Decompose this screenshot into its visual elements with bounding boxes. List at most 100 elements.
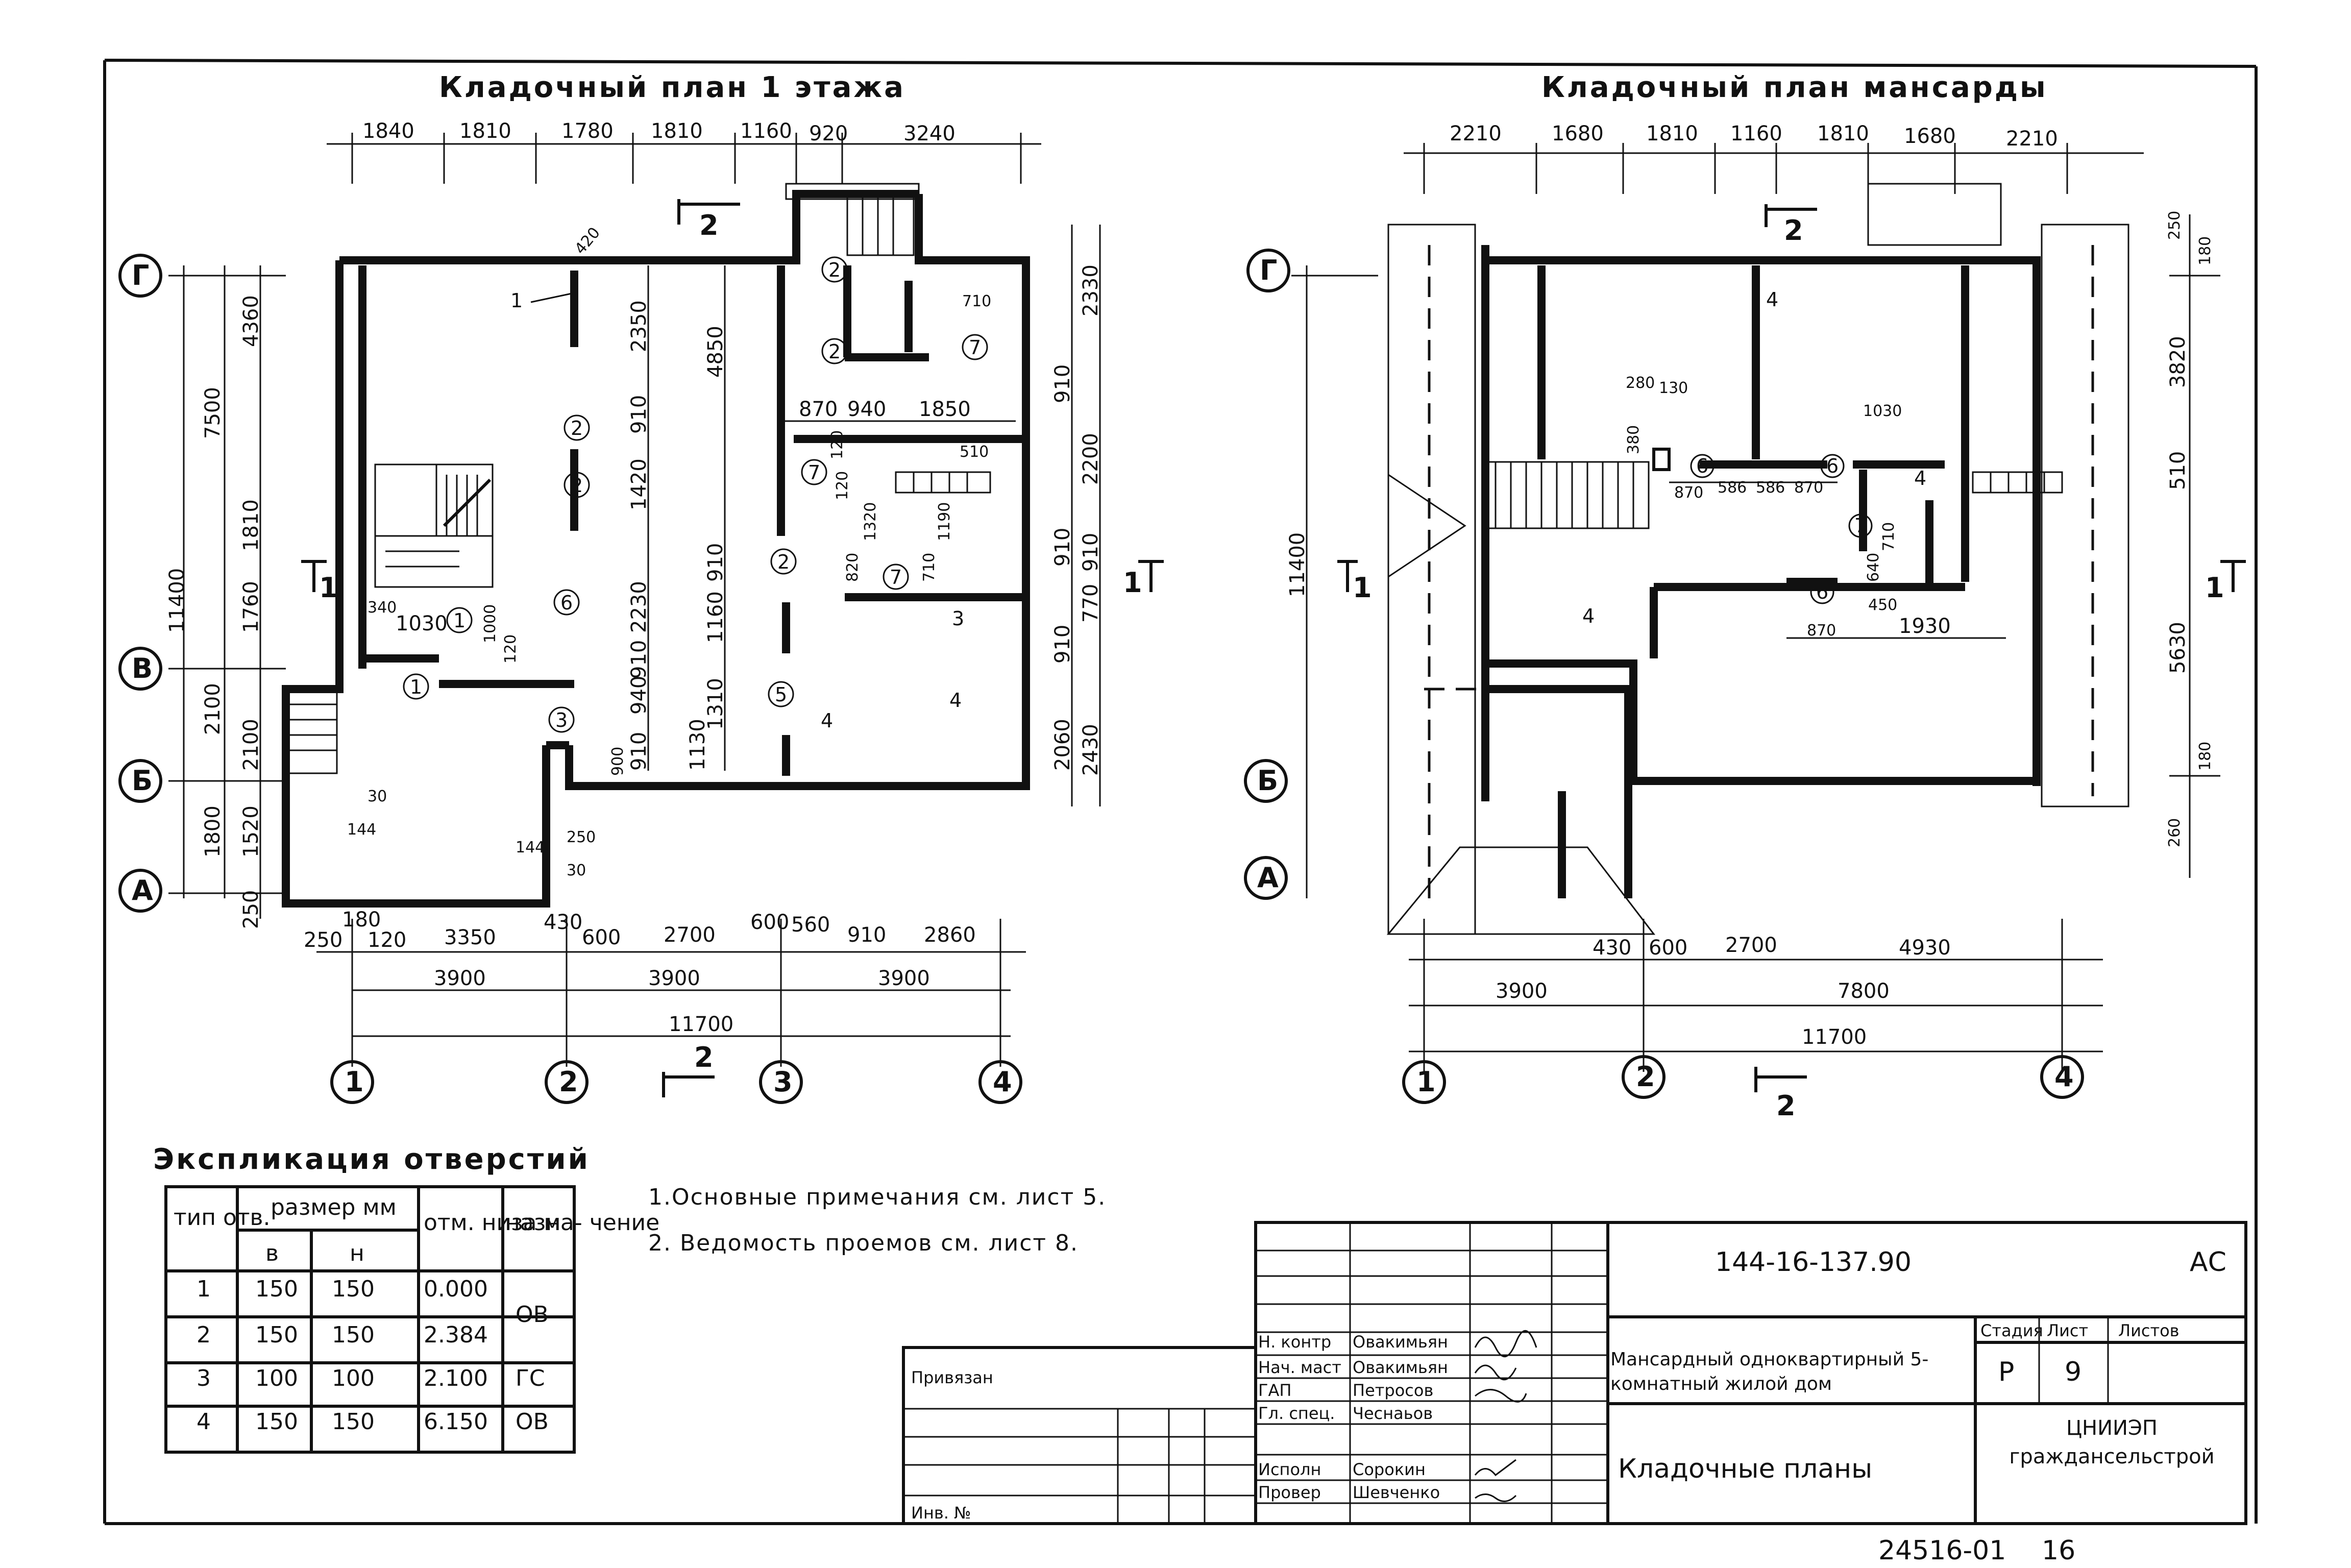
- dim-label: 1000: [481, 604, 499, 643]
- axis-label: В: [132, 652, 153, 684]
- dim-label: 7800: [1838, 979, 1890, 1003]
- org-name: ЦНИИЭП граждансельстрой: [2009, 1416, 2215, 1468]
- dim-label: 910: [1051, 364, 1074, 403]
- dim-label: 770: [1079, 584, 1103, 623]
- dim-label: 1810: [1817, 122, 1869, 145]
- axis-label: Г: [132, 259, 149, 291]
- dim-label: 2430: [1079, 724, 1103, 776]
- dim-label: 180: [2196, 742, 2214, 771]
- dim-label: 1810: [239, 499, 263, 551]
- org-box: ЦНИИЭП граждансельстрой: [2009, 1416, 2215, 1468]
- table-cell: ОВ: [516, 1302, 549, 1328]
- table-header-purpose: назна- чение: [505, 1210, 659, 1236]
- callout: 7: [808, 461, 820, 484]
- dim-label: 180: [2196, 236, 2214, 265]
- dim-label: 1930: [1899, 615, 1951, 638]
- section-mark: 2: [1765, 204, 1817, 247]
- callout: 6: [1826, 455, 1839, 477]
- dim-label: 450: [1868, 596, 1897, 614]
- table-cell: 100: [332, 1365, 375, 1391]
- dim-label: 1320: [862, 502, 879, 541]
- table-cell: 1: [197, 1276, 211, 1302]
- table-cell: 0.000: [424, 1276, 488, 1302]
- dim-label: 710: [1880, 522, 1898, 551]
- ground-walls: [282, 183, 1030, 908]
- dim-label: 2210: [2006, 127, 2058, 151]
- table-cell: 150: [332, 1322, 375, 1348]
- dim-label: 2200: [1079, 433, 1103, 485]
- section-mark: 2: [677, 199, 740, 241]
- axis-label: Б: [132, 765, 153, 797]
- callout: 2: [571, 474, 583, 497]
- callout: 1: [410, 676, 422, 698]
- table-cell: ОВ: [516, 1409, 549, 1435]
- table-cell: 150: [255, 1322, 298, 1348]
- ground-right-dimensions: 2330 2200 910 770 2430 910 910 910 2060: [1051, 225, 1103, 806]
- archive-number: 16: [2042, 1535, 2075, 1566]
- ground-left-dimensions: 7500 11400 4360 1810 1760 2100 1800 2100…: [165, 265, 286, 929]
- dim-label: 870: [1794, 479, 1823, 497]
- name-label: Сорокин: [1353, 1460, 1426, 1479]
- dim-label: 1030: [1863, 402, 1902, 420]
- dim-label: 710: [920, 553, 938, 582]
- dim-label: 280: [1626, 374, 1655, 392]
- dim-label: 940: [627, 676, 651, 715]
- dim-label: 2100: [201, 683, 225, 735]
- section-label: 1: [1123, 567, 1142, 599]
- dim-label: 11700: [669, 1013, 733, 1036]
- table-cell: 3: [197, 1365, 211, 1391]
- dim-label: 3240: [903, 122, 956, 145]
- table-header-h: н: [350, 1240, 364, 1266]
- dim-label: 560: [791, 913, 830, 937]
- dim-label: 2700: [1725, 934, 1777, 957]
- dim-label: 11400: [165, 568, 189, 633]
- section-label: 2: [694, 1041, 714, 1073]
- dim-label: 2860: [924, 923, 976, 947]
- dim-label: 250: [567, 828, 596, 846]
- dim-label: 120: [368, 928, 406, 952]
- dim-label: 510: [960, 443, 989, 461]
- section-label: 1: [1353, 572, 1372, 604]
- role-label: Н. контр: [1258, 1332, 1331, 1352]
- axis-label: 1: [1416, 1066, 1436, 1098]
- callout: 4: [1766, 288, 1778, 311]
- callout: 6: [1816, 581, 1828, 603]
- table-cell: 150: [332, 1276, 375, 1302]
- dim-label: 420: [571, 224, 604, 258]
- dim-label: 910: [627, 395, 651, 434]
- callout: 2: [571, 417, 583, 439]
- role-label: ГАП: [1258, 1381, 1291, 1400]
- dim-label: 1810: [459, 119, 511, 143]
- dim-label: 130: [1659, 379, 1688, 397]
- dim-label: 1680: [1552, 122, 1604, 145]
- archive-code: 24516-01: [1878, 1535, 2006, 1566]
- dim-label: 1810: [651, 119, 703, 143]
- callout: 1: [453, 609, 466, 632]
- dim-label: 600: [582, 926, 621, 949]
- callout: 2: [828, 259, 841, 281]
- dim-label: 870: [1807, 622, 1836, 640]
- dim-label: 1310: [704, 678, 727, 730]
- dim-label: 940: [847, 398, 886, 421]
- attic-walls: [1386, 183, 2129, 935]
- callout: 4: [949, 689, 962, 712]
- role-label: Провер: [1258, 1483, 1321, 1502]
- table-cell: 2: [197, 1322, 211, 1348]
- drawing-mark: АС: [2190, 1247, 2226, 1278]
- dim-label: 820: [844, 553, 862, 582]
- dim-label: 1160: [1730, 122, 1782, 145]
- callout: 6: [560, 592, 573, 614]
- callout: 1: [510, 289, 523, 312]
- attic-plan-title: Кладочный план мансарды: [1541, 71, 2048, 104]
- dim-label: 30: [368, 788, 387, 805]
- callout: 7: [1854, 514, 1867, 537]
- dim-label: 1850: [919, 398, 971, 421]
- signatures: [1474, 1330, 1537, 1502]
- sheet-title: Кладочные планы: [1618, 1454, 1872, 1484]
- callout: 4: [1582, 605, 1595, 627]
- callout: 7: [890, 566, 902, 589]
- dim-label: 920: [809, 122, 848, 145]
- ground-callouts: 2 2 2 2 5 6 1 3 7 7 7 1 1 3 4 4 2: [403, 256, 991, 733]
- dim-label: 2350: [627, 300, 651, 352]
